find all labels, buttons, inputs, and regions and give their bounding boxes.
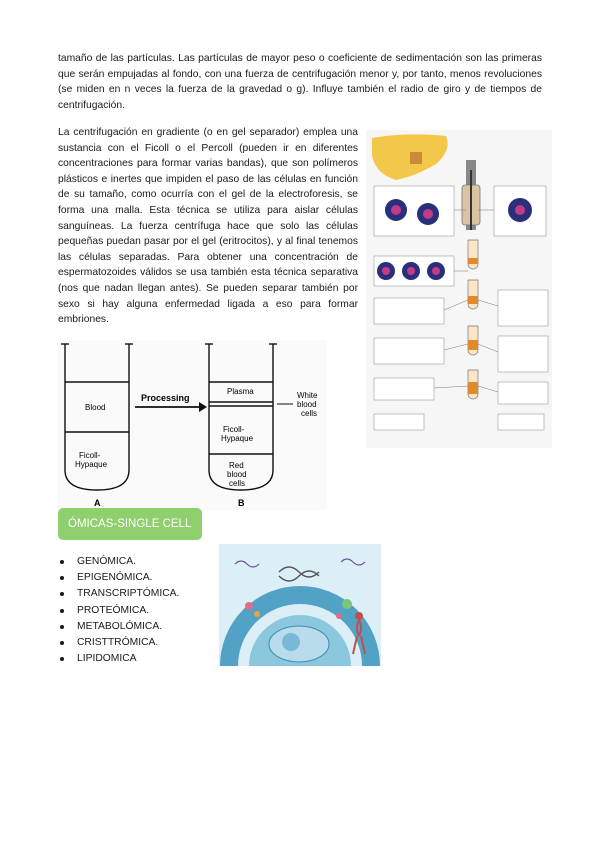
ficoll-hypaque-figure: Blood Ficoll-Hypaque A Processing Plasma…: [57, 340, 327, 510]
list-item: EPIGENÓMICA.: [57, 570, 179, 586]
tube-a-ficoll-label: Ficoll-Hypaque: [75, 451, 108, 469]
list-item: CRISTTRÓMICA.: [57, 635, 179, 651]
tube-b-letter: B: [238, 498, 245, 508]
intro-paragraph: tamaño de las partículas. Las partículas…: [58, 53, 542, 111]
tube-b-ficoll-label: Ficoll-Hypaque: [221, 425, 254, 443]
tube-a-blood-label: Blood: [85, 403, 105, 412]
single-cell-omics-illustration: [219, 544, 381, 666]
list-item: TRANSCRIPTÓMICA.: [57, 586, 179, 602]
omics-list: GENÓMICA. EPIGENÓMICA. TRANSCRIPTÓMICA. …: [57, 554, 179, 667]
list-item: GENÓMICA.: [57, 554, 179, 570]
cell-fractionation-illustration: [366, 130, 552, 448]
list-item: METABOLÓMICA.: [57, 619, 179, 635]
processing-label: Processing: [141, 393, 190, 403]
list-item: LIPIDOMICA: [57, 651, 179, 667]
liver-shape: [372, 134, 448, 180]
tube-a: [61, 343, 133, 491]
tube-b-plasma-label: Plasma: [227, 387, 254, 396]
gradient-centrifugation-paragraph: La centrifugación en gradiente (o en gel…: [58, 127, 358, 326]
list-item: PROTEÓMICA.: [57, 603, 179, 619]
tube-a-letter: A: [94, 498, 101, 508]
tube-b: [205, 343, 277, 491]
section-title-banner: ÓMICAS-SINGLE CELL: [58, 508, 202, 540]
